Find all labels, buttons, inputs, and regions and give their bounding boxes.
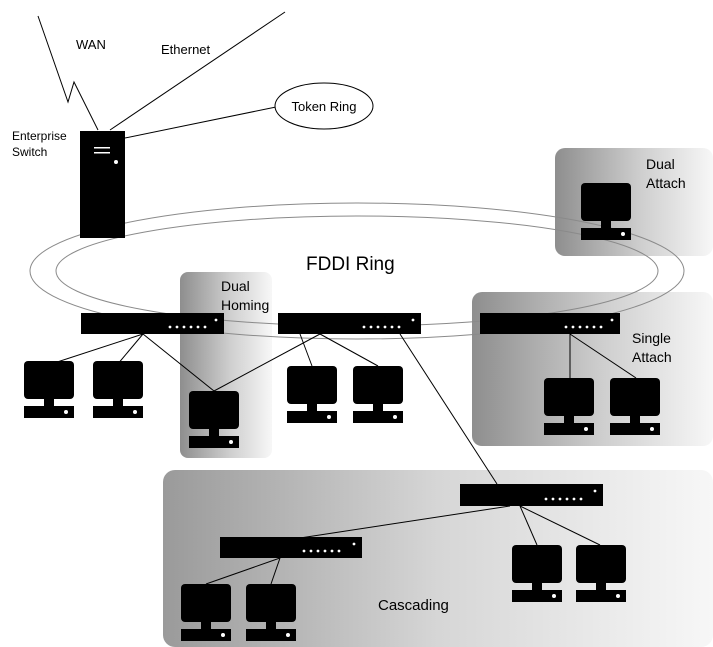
hub-cascading-top	[460, 484, 603, 506]
wan-link	[37, 15, 99, 131]
hub-single-attach	[480, 313, 620, 334]
token-ring-node	[274, 82, 374, 130]
cascading-label: Cascading	[378, 597, 449, 614]
wan-label: WAN	[76, 37, 106, 52]
single-attach-label-line1: Single	[632, 330, 671, 346]
ethernet-label: Ethernet	[161, 42, 211, 57]
enterprise-switch-label-line2: Switch	[12, 145, 47, 159]
workstation-cascading-2	[576, 545, 626, 602]
workstation-center-2	[353, 366, 403, 423]
workstation-cascading-4	[246, 584, 296, 641]
workstation-cascading-1	[512, 545, 562, 602]
workstation-single-attach-2	[610, 378, 660, 435]
dual-homing-label-line2: Homing	[221, 297, 269, 313]
ethernet-link	[109, 11, 286, 131]
workstation-cascading-3	[181, 584, 231, 641]
workstation-single-attach-1	[544, 378, 594, 435]
dual-homing-label-line1: Dual	[221, 278, 250, 294]
connection-lines	[47, 333, 637, 585]
token-ring-label: Token Ring	[291, 99, 356, 114]
token-ring-link	[124, 106, 277, 139]
workstation-left-2	[93, 361, 143, 418]
hub-cascading-left	[220, 537, 362, 558]
enterprise-switch	[80, 131, 125, 238]
workstation-left-1	[24, 361, 74, 418]
dual-attach-zone	[555, 148, 713, 256]
cascading-zone	[163, 470, 713, 647]
dual-attach-label-line2: Attach	[646, 175, 686, 191]
fddi-ring-label: FDDI Ring	[306, 254, 395, 275]
workstation-dual-attach	[581, 183, 631, 240]
enterprise-switch-label-line1: Enterprise	[12, 129, 67, 143]
workstation-dual-homing	[189, 391, 239, 448]
single-attach-label-line2: Attach	[632, 349, 672, 365]
hub-center	[278, 313, 421, 334]
dual-attach-label-line1: Dual	[646, 156, 675, 172]
hub-dual-homing	[81, 313, 224, 334]
workstation-center-1	[287, 366, 337, 423]
